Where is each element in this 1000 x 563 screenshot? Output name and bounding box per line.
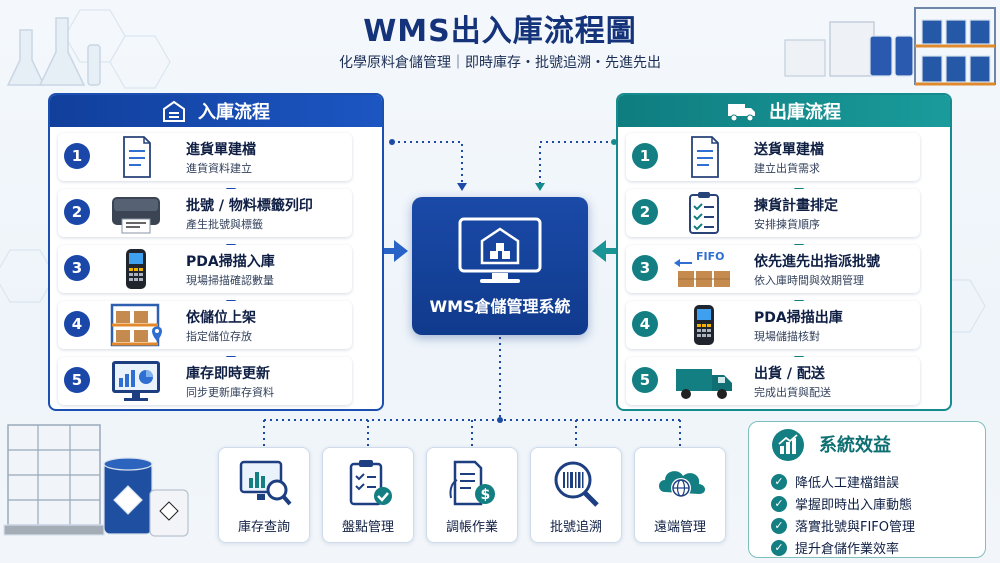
step-number: 5 (632, 367, 658, 393)
step-title: 進貨單建檔 (186, 142, 256, 158)
fifo-boxes-icon: FIFO (672, 247, 736, 291)
step-number: 2 (64, 199, 90, 225)
step-number: 3 (632, 255, 658, 281)
svg-text:$: $ (481, 487, 491, 503)
warehouse-icon (163, 100, 185, 122)
step-subtitle: 進貨資料建立 (186, 162, 252, 175)
label-printer-icon (104, 191, 168, 235)
step-number: 1 (64, 143, 90, 169)
step-title: PDA掃描入庫 (186, 254, 275, 270)
benefit-text: 降低人工建檔錯誤 (795, 476, 900, 491)
step-title: 送貨單建檔 (754, 142, 824, 158)
page-title: WMS出入庫流程圖 (363, 14, 637, 49)
outbound-step-3[interactable]: 3 FIFO 依先進先出指派批號依入庫時間與效期管理 (626, 245, 920, 293)
step-subtitle: 現場儲描核對 (754, 330, 820, 343)
truck-icon (728, 104, 755, 122)
step-title: PDA掃描出庫 (754, 310, 843, 326)
module-label: 盤點管理 (341, 520, 394, 535)
outbound-step-1[interactable]: 1 送貨單建檔建立出貨需求 (626, 133, 920, 181)
inbound-step-4[interactable]: 4 依儲位上架指定儲位存放 (58, 301, 352, 349)
module-label: 批號追溯 (549, 520, 602, 535)
step-title: 批號 / 物料標籤列印 (186, 198, 313, 214)
benefit-text: 落實批號與FIFO管理 (795, 520, 916, 535)
adjustment-document-icon: $ (445, 458, 501, 510)
monitor-warehouse-icon (458, 217, 542, 283)
step-subtitle: 指定儲位存放 (186, 330, 252, 343)
step-title: 庫存即時更新 (186, 366, 270, 382)
document-icon (672, 135, 736, 179)
step-number: 2 (632, 199, 658, 225)
svg-text:FIFO: FIFO (696, 250, 724, 263)
barcode-trace-icon (549, 458, 605, 510)
outbound-panel: 出庫流程 1 送貨單建檔建立出貨需求 2 揀貨計畫排定安排揀貨順序 3 FIFO 依先進先出… (616, 93, 952, 411)
system-benefits-card: 系統效益 ✓ 降低人工建檔錯誤 ✓ 掌握即時出入庫動態 ✓ 落實批號與FIFO管理 ✓ 提升倉… (748, 421, 986, 558)
module-cloud-remote[interactable]: 遠端管理 (634, 447, 726, 543)
step-number: 5 (64, 367, 90, 393)
shelf-location-icon (104, 303, 168, 347)
cloud-remote-icon (653, 458, 709, 510)
step-subtitle: 同步更新庫存資料 (186, 386, 274, 399)
outbound-header: 出庫流程 (618, 95, 950, 127)
benefit-text: 提升倉儲作業效率 (795, 542, 900, 557)
step-title: 出貨 / 配送 (754, 366, 825, 382)
step-number: 4 (632, 311, 658, 337)
step-title: 依儲位上架 (186, 310, 256, 326)
module-label: 庫存查詢 (237, 520, 290, 535)
document-icon (104, 135, 168, 179)
check-icon: ✓ (771, 539, 787, 556)
step-subtitle: 建立出貨需求 (754, 162, 820, 175)
delivery-truck-icon (672, 359, 736, 403)
page-subtitle: 化學原料倉儲管理｜即時庫存・批號追溯・先進先出 (339, 55, 661, 71)
check-icon: ✓ (771, 517, 787, 534)
outbound-step-4[interactable]: 4 PDA掃描出庫現場儲描核對 (626, 301, 920, 349)
outbound-step-5[interactable]: 5 出貨 / 配送完成出貨與配送 (626, 357, 920, 405)
benefit-text: 掌握即時出入庫動態 (795, 498, 913, 513)
inbound-header: 入庫流程 (50, 95, 382, 127)
stocktake-clipboard-icon (341, 458, 397, 510)
benefit-item: ✓ 降低人工建檔錯誤 (771, 472, 899, 491)
pda-scanner-icon (104, 247, 168, 291)
inbound-step-2[interactable]: 2 批號 / 物料標籤列印產生批號與標籤 (58, 189, 352, 237)
growth-chart-icon (772, 429, 804, 461)
inventory-search-icon (237, 458, 293, 510)
benefit-item: ✓ 提升倉儲作業效率 (771, 538, 899, 557)
module-label: 遠端管理 (653, 520, 706, 535)
benefits-title: 系統效益 (819, 435, 891, 456)
check-icon: ✓ (771, 473, 787, 490)
step-title: 揀貨計畫排定 (754, 198, 838, 214)
pda-scanner-icon (672, 303, 736, 347)
benefit-item: ✓ 落實批號與FIFO管理 (771, 516, 915, 535)
dashboard-monitor-icon (104, 359, 168, 403)
benefit-item: ✓ 掌握即時出入庫動態 (771, 494, 912, 513)
inbound-step-5[interactable]: 5 庫存即時更新同步更新庫存資料 (58, 357, 352, 405)
module-adjustment-document[interactable]: $ 調帳作業 (426, 447, 518, 543)
step-number: 4 (64, 311, 90, 337)
step-subtitle: 完成出貨與配送 (754, 386, 831, 399)
inbound-title: 入庫流程 (198, 102, 270, 123)
step-subtitle: 現場掃描確認數量 (186, 274, 274, 287)
step-number: 1 (632, 143, 658, 169)
outbound-title: 出庫流程 (769, 102, 841, 123)
step-number: 3 (64, 255, 90, 281)
outbound-step-2[interactable]: 2 揀貨計畫排定安排揀貨順序 (626, 189, 920, 237)
inbound-step-1[interactable]: 1 進貨單建檔進貨資料建立 (58, 133, 352, 181)
step-title: 依先進先出指派批號 (754, 254, 880, 270)
module-stocktake-clipboard[interactable]: 盤點管理 (322, 447, 414, 543)
module-inventory-search[interactable]: 庫存查詢 (218, 447, 310, 543)
wms-system-box[interactable]: WMS倉儲管理系統 (412, 197, 588, 335)
module-label: 調帳作業 (445, 520, 498, 535)
wms-system-label: WMS倉儲管理系統 (429, 297, 571, 316)
step-subtitle: 產生批號與標籤 (186, 218, 263, 231)
step-subtitle: 安排揀貨順序 (754, 218, 820, 231)
module-barcode-trace[interactable]: 批號追溯 (530, 447, 622, 543)
inbound-step-3[interactable]: 3 PDA掃描入庫現場掃描確認數量 (58, 245, 352, 293)
inbound-panel: 入庫流程 1 進貨單建檔進貨資料建立 2 批號 / 物料標籤列印產生批號與標籤 3 PDA… (48, 93, 384, 411)
step-subtitle: 依入庫時間與效期管理 (754, 274, 864, 287)
clipboard-checklist-icon (672, 191, 736, 235)
check-icon: ✓ (771, 495, 787, 512)
